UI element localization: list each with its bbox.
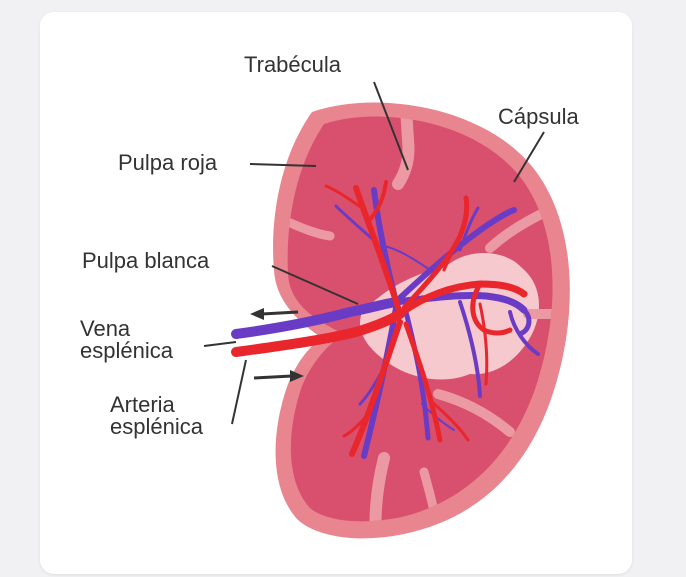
label-trabecula: Trabécula [244, 52, 342, 77]
label-pulpa-blanca: Pulpa blanca [82, 248, 210, 273]
label-pulpa-roja: Pulpa roja [118, 150, 218, 175]
label-vena-line2: esplénica [80, 338, 174, 363]
leader-arteria [232, 360, 246, 424]
leader-vena [204, 342, 236, 346]
label-capsula: Cápsula [498, 104, 579, 129]
label-arteria-line2: esplénica [110, 414, 204, 439]
spleen-diagram: Trabécula Cápsula Pulpa roja Pulpa blanc… [40, 12, 632, 574]
diagram-card: Trabécula Cápsula Pulpa roja Pulpa blanc… [40, 12, 632, 574]
